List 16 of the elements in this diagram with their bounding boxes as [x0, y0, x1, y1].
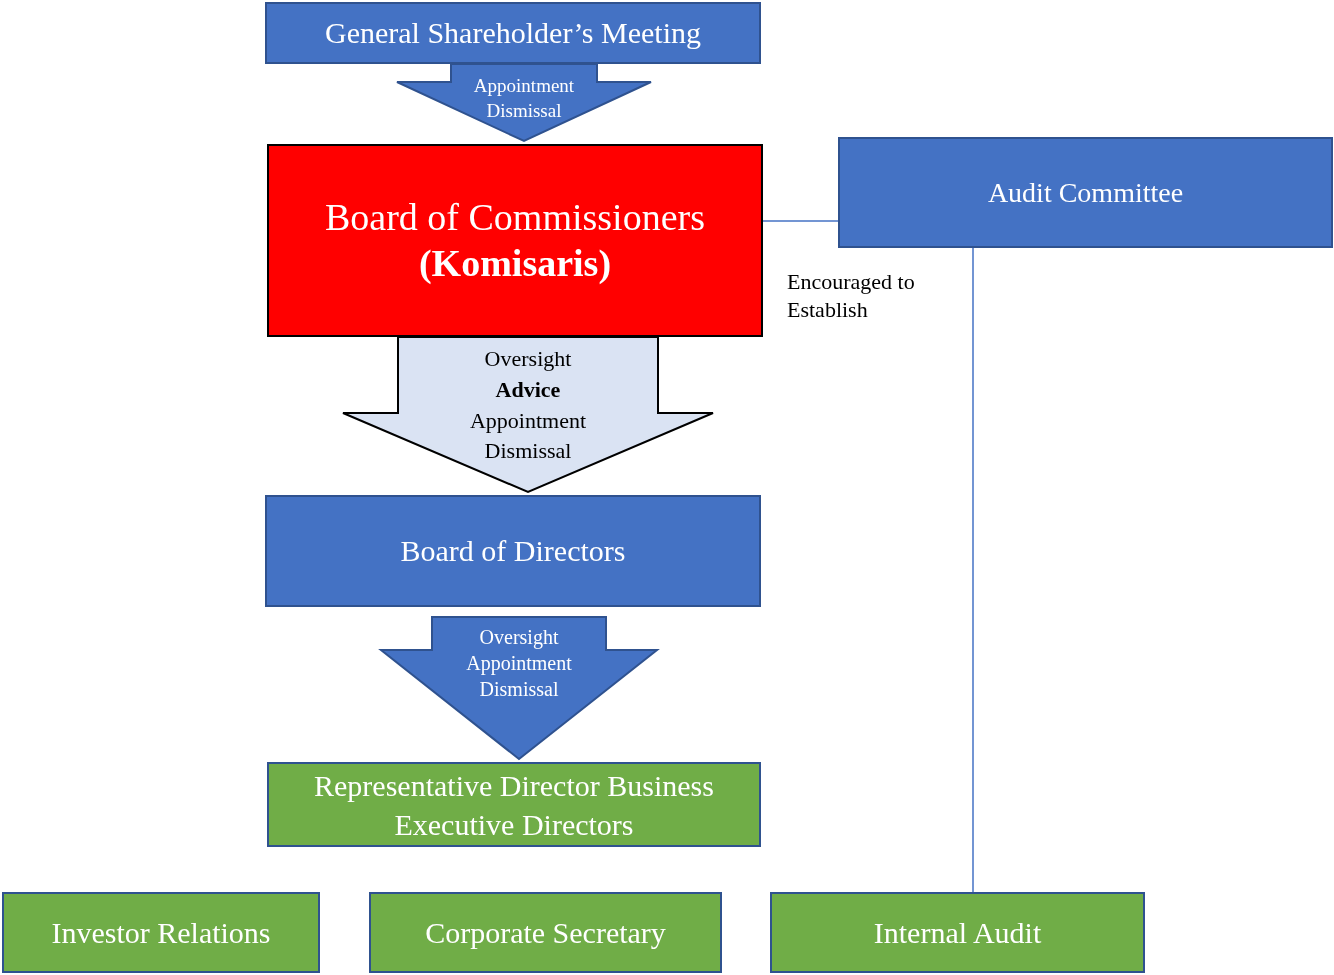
- edge-label: Oversight Advice Appointment Dismissal: [469, 345, 587, 466]
- department-box: Internal Audit: [770, 892, 1145, 973]
- connector-line: [972, 247, 974, 893]
- department-box: Investor Relations: [2, 892, 320, 973]
- block-arrow: [396, 63, 652, 143]
- board-box: Board of Commissioners (Komisaris): [267, 144, 763, 337]
- block-arrow: [378, 616, 660, 761]
- executive-box: Representative Director Business Executive Directors: [267, 762, 761, 847]
- department-box: Corporate Secretary: [369, 892, 722, 973]
- meeting-box: General Shareholder’s Meeting: [265, 2, 761, 64]
- edge-label: Appointment Dismissal: [473, 74, 575, 123]
- edge-label: Oversight Appointment Dismissal: [466, 625, 572, 702]
- block-arrow: [342, 336, 714, 494]
- committee-box: Audit Committee: [838, 137, 1333, 248]
- connector-line: [762, 220, 839, 222]
- board-box: Board of Directors: [265, 495, 761, 607]
